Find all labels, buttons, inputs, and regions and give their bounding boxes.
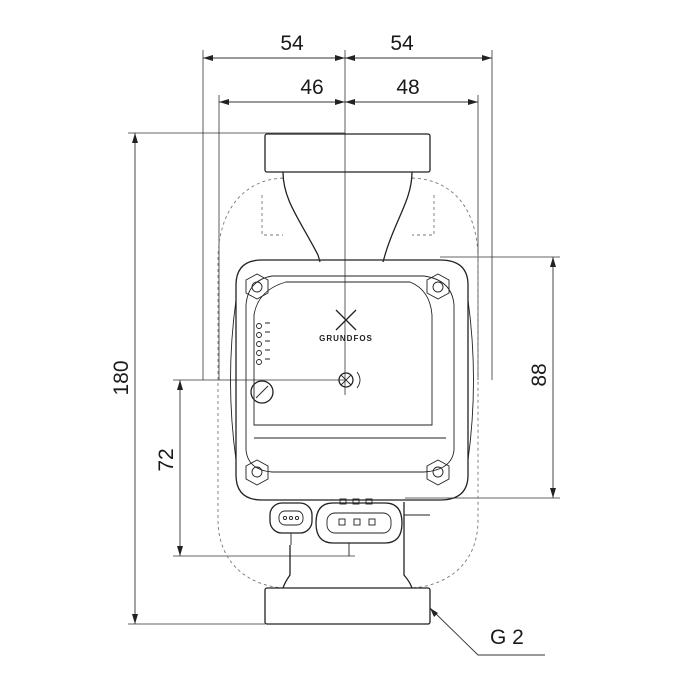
bottom-flange: [264, 587, 431, 625]
led-4-icon: [256, 350, 262, 356]
bolt-bottom-right: [426, 459, 450, 486]
led-3-icon: [256, 341, 262, 347]
lower-body: [264, 502, 431, 625]
led-2-icon: [256, 332, 262, 338]
dim-top-right-outer: 54: [390, 32, 414, 55]
connectors: [269, 498, 403, 556]
control-elements: [250, 371, 361, 404]
logo: GRUNDFOS: [319, 309, 373, 343]
center-screw-icon: [338, 371, 361, 389]
thread-callout: G 2: [429, 607, 545, 656]
thread-label: G 2: [490, 626, 524, 649]
led-5-icon: [256, 359, 262, 365]
power-connector: [315, 498, 403, 556]
dim-top-left-inner: 46: [300, 76, 323, 99]
bolt-bottom-left: [245, 459, 269, 486]
dim-total-height: 180: [110, 360, 133, 395]
selector-button-icon: [250, 380, 274, 404]
hidden-outline: [217, 177, 479, 589]
grundfos-x-icon: [335, 309, 357, 331]
dim-body-height: 88: [528, 363, 551, 386]
dim-top-right-inner: 48: [396, 76, 419, 99]
logo-text: GRUNDFOS: [319, 334, 373, 343]
indicator-leds: [256, 322, 270, 365]
top-dimensions: 54 54 46 48: [202, 32, 493, 395]
signal-connector: [269, 502, 313, 545]
dim-lower-height: 72: [155, 448, 178, 471]
bolt-heads: [245, 273, 450, 486]
dim-top-left-outer: 54: [280, 32, 304, 55]
led-1-icon: [256, 323, 262, 329]
bolt-top-left: [245, 273, 269, 300]
bolt-top-right: [426, 273, 450, 300]
right-dimensions: 88: [405, 256, 560, 499]
left-dimensions: 180 72: [110, 132, 355, 625]
top-flange: [264, 133, 431, 263]
